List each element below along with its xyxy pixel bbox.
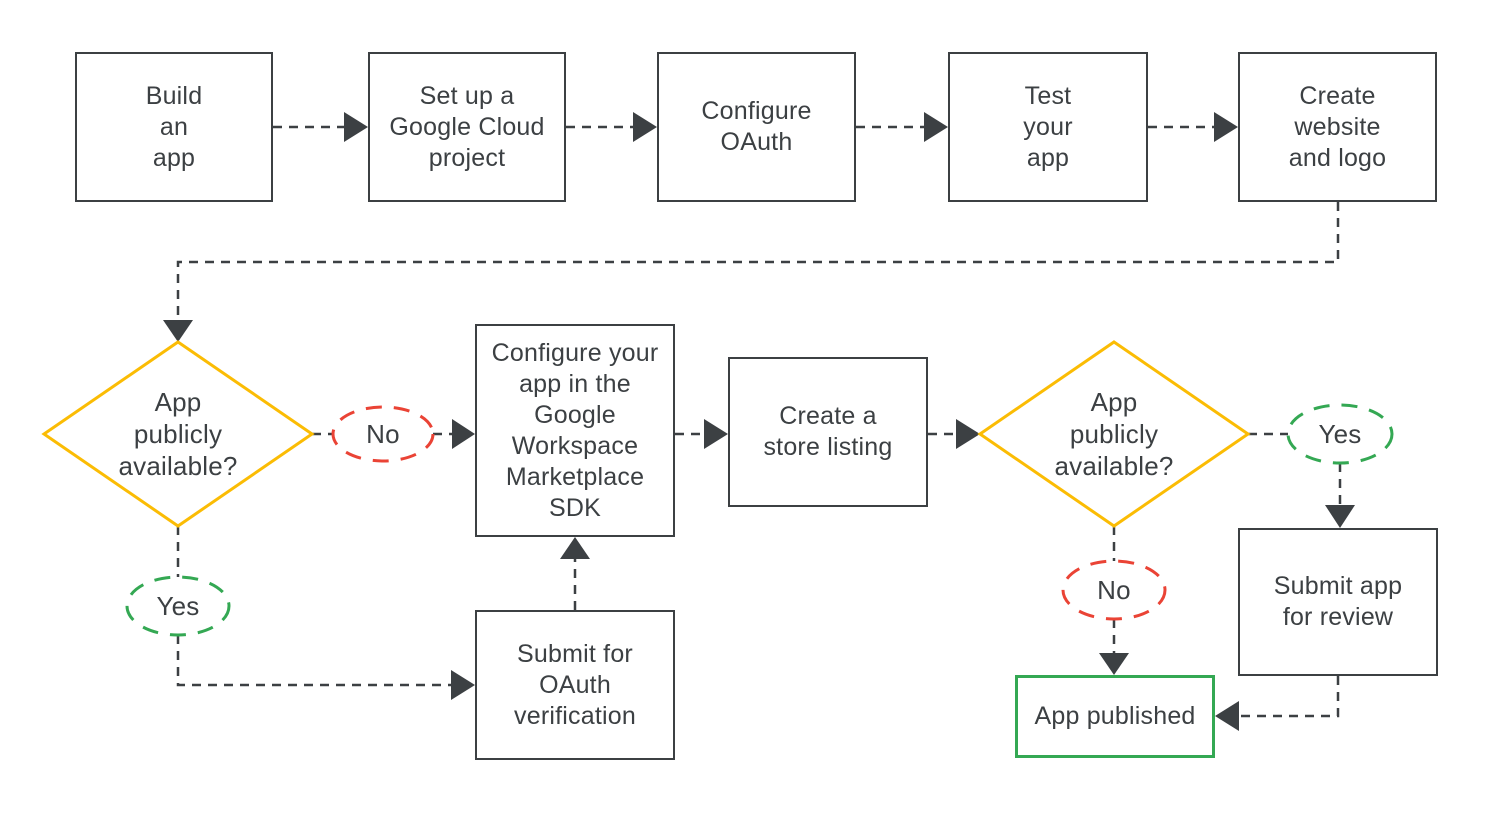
step-setup-google-cloud-project: Set up a Google Cloud project — [368, 52, 566, 202]
yes-oval-left — [125, 575, 231, 637]
arrowhead-right-icon — [451, 670, 475, 700]
decision-left-label: App publicly available? — [118, 387, 238, 481]
no-label-right: No — [1097, 574, 1131, 605]
arrowhead-right-icon — [344, 112, 368, 142]
step-test-your-app: Test your app — [948, 52, 1148, 202]
arrowhead-down-icon — [1325, 505, 1355, 528]
step-configure-marketplace-sdk: Configure your app in the Google Workspa… — [475, 324, 675, 537]
no-label-left: No — [366, 418, 400, 449]
arrowhead-up-icon — [560, 537, 590, 559]
arrowhead-down-icon — [1099, 653, 1129, 675]
step-submit-oauth-verification: Submit for OAuth verification — [475, 610, 675, 760]
terminal-app-published: App published — [1015, 675, 1215, 758]
connector-review-to-published — [1239, 676, 1340, 718]
connector-website-to-decision-left — [176, 202, 1340, 320]
decision-diamond-right — [977, 340, 1251, 528]
yes-oval-right — [1286, 403, 1394, 465]
yes-label-right: Yes — [1318, 418, 1362, 449]
step-create-store-listing: Create a store listing — [728, 357, 928, 507]
arrowhead-right-icon — [1214, 112, 1238, 142]
no-oval-right — [1061, 559, 1167, 621]
step-build-app: Build an app — [75, 52, 273, 202]
connector-yes-to-oauth — [176, 635, 451, 687]
arrowhead-left-icon — [1215, 701, 1239, 731]
arrowhead-down-icon — [163, 320, 193, 342]
decision-diamond-left — [41, 340, 315, 528]
decision-right-label: App publicly available? — [1054, 387, 1174, 481]
step-create-website-and-logo: Create website and logo — [1238, 52, 1437, 202]
arrowhead-right-icon — [704, 419, 728, 449]
step-configure-oauth: Configure OAuth — [657, 52, 856, 202]
arrowhead-right-icon — [956, 419, 980, 449]
arrowhead-right-icon — [633, 112, 657, 142]
yes-label-left: Yes — [156, 590, 200, 621]
arrowhead-right-icon — [924, 112, 948, 142]
no-oval-left — [331, 405, 435, 463]
step-submit-app-for-review: Submit app for review — [1238, 528, 1438, 676]
arrowhead-right-icon — [452, 419, 475, 449]
